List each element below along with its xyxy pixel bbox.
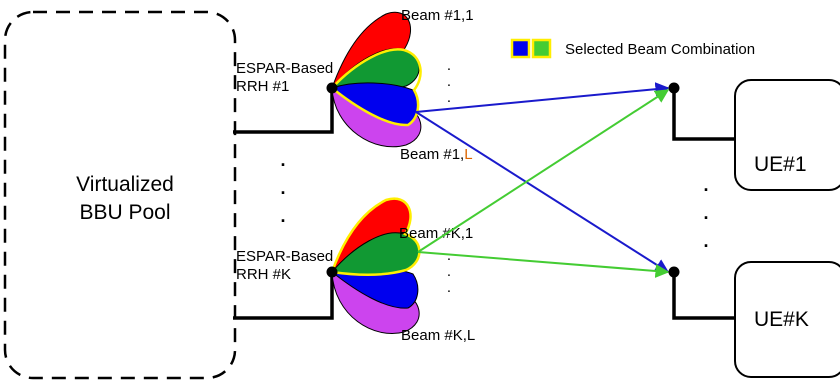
rrhk-beam-bottom-label: Beam #K,L [401,327,475,344]
bbu-pool-box [3,10,237,380]
legend-swatch-blue [510,38,531,59]
rrh1-beam-top-label: Beam #1,1 [401,7,474,24]
beam-ellipsis-dot: . [447,57,451,74]
bbu-pool-label-line2: BBU Pool [79,201,170,224]
rrhk-selected-outline [330,197,421,277]
fronthaul-link-rrhk [233,272,334,320]
rrh1-beam-pattern [326,11,422,148]
link-rrhk-to-ue1 [417,89,670,253]
legend: Selected Beam Combination [510,38,755,59]
beam-ellipsis-dot: . [447,263,451,280]
rrhk-beam-bottom-prefix: Beam #K,L [401,327,475,344]
legend-swatch-green [531,38,552,59]
uek-antenna-link [672,272,735,320]
ue-ellipsis-dot: . [703,231,708,251]
rrh-ellipsis-dot: . [280,206,285,226]
ue1-box [734,79,840,191]
rrh1-antenna-node [326,82,338,94]
link-rrh1-to-uek [415,111,670,273]
legend-label: Selected Beam Combination [565,41,755,58]
uek-label: UE#K [754,308,809,331]
rrh1-label-line2: RRH #1 [236,78,289,95]
rrh1-selected-outline [331,48,422,127]
rrh1-label-line1: ESPAR-Based [236,60,333,77]
rrh1-beam-bottom-prefix: Beam #1, [400,146,464,163]
rrh1-beam-bottom-label: Beam #1,L [400,146,473,163]
ue1-label: UE#1 [754,153,807,176]
rrhk-antenna-node [326,266,338,278]
link-rrh1-to-ue1 [415,82,670,113]
beam-ellipsis-dot: . [447,73,451,90]
uek-box [734,261,840,378]
bbu-pool-label-line1: Virtualized [76,173,174,196]
rrh-ellipsis-dot: . [280,178,285,198]
rrhk-beam-pattern [326,197,421,334]
beam-ellipsis-dot: . [447,89,451,106]
fronthaul-link-rrh1 [233,88,334,134]
ue-ellipsis-dot: . [703,203,708,223]
beam-ellipsis-dot: . [447,279,451,296]
ue-ellipsis-dot: . [703,175,708,195]
ue1-antenna-link [672,88,735,141]
rrh1-beam-bottom-suffix: L [464,146,472,163]
rrhk-label-line1: ESPAR-Based [236,248,333,265]
beam-ellipsis-dot: . [447,247,451,264]
rrh-ellipsis-dot: . [280,150,285,170]
link-rrhk-to-uek [417,251,670,278]
rrhk-label-line2: RRH #K [236,266,291,283]
